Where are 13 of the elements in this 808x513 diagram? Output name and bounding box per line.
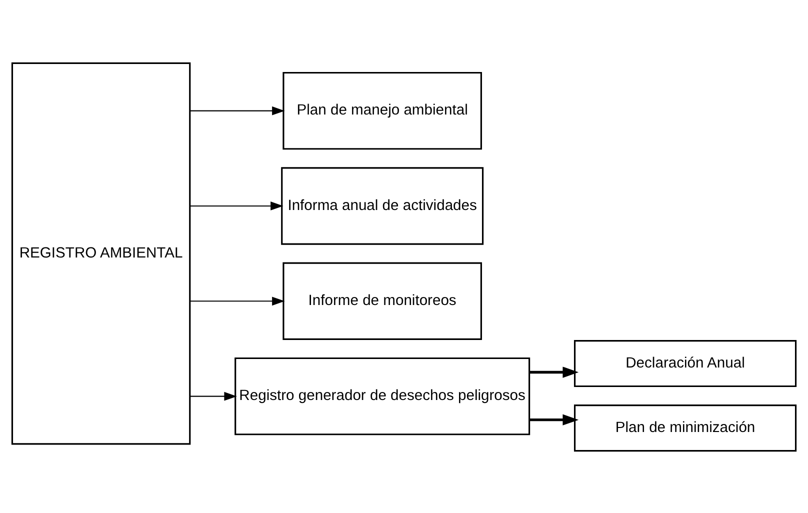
arrow [529,366,579,378]
node-box: Plan de minimización [574,404,797,452]
node-box: Informe de monitoreos [282,262,482,340]
arrow [190,296,285,306]
arrow [529,414,579,425]
node-box: REGISTRO AMBIENTAL [11,62,191,444]
arrow [190,391,237,400]
node-box: Registro generador de desechos peligrosos [234,356,530,435]
node-box: Informa anual de actividades [281,166,484,244]
node-box: Plan de manejo ambiental [282,71,482,150]
node-box: Declaración Anual [574,340,797,387]
arrow [190,201,284,210]
arrow [190,106,285,115]
